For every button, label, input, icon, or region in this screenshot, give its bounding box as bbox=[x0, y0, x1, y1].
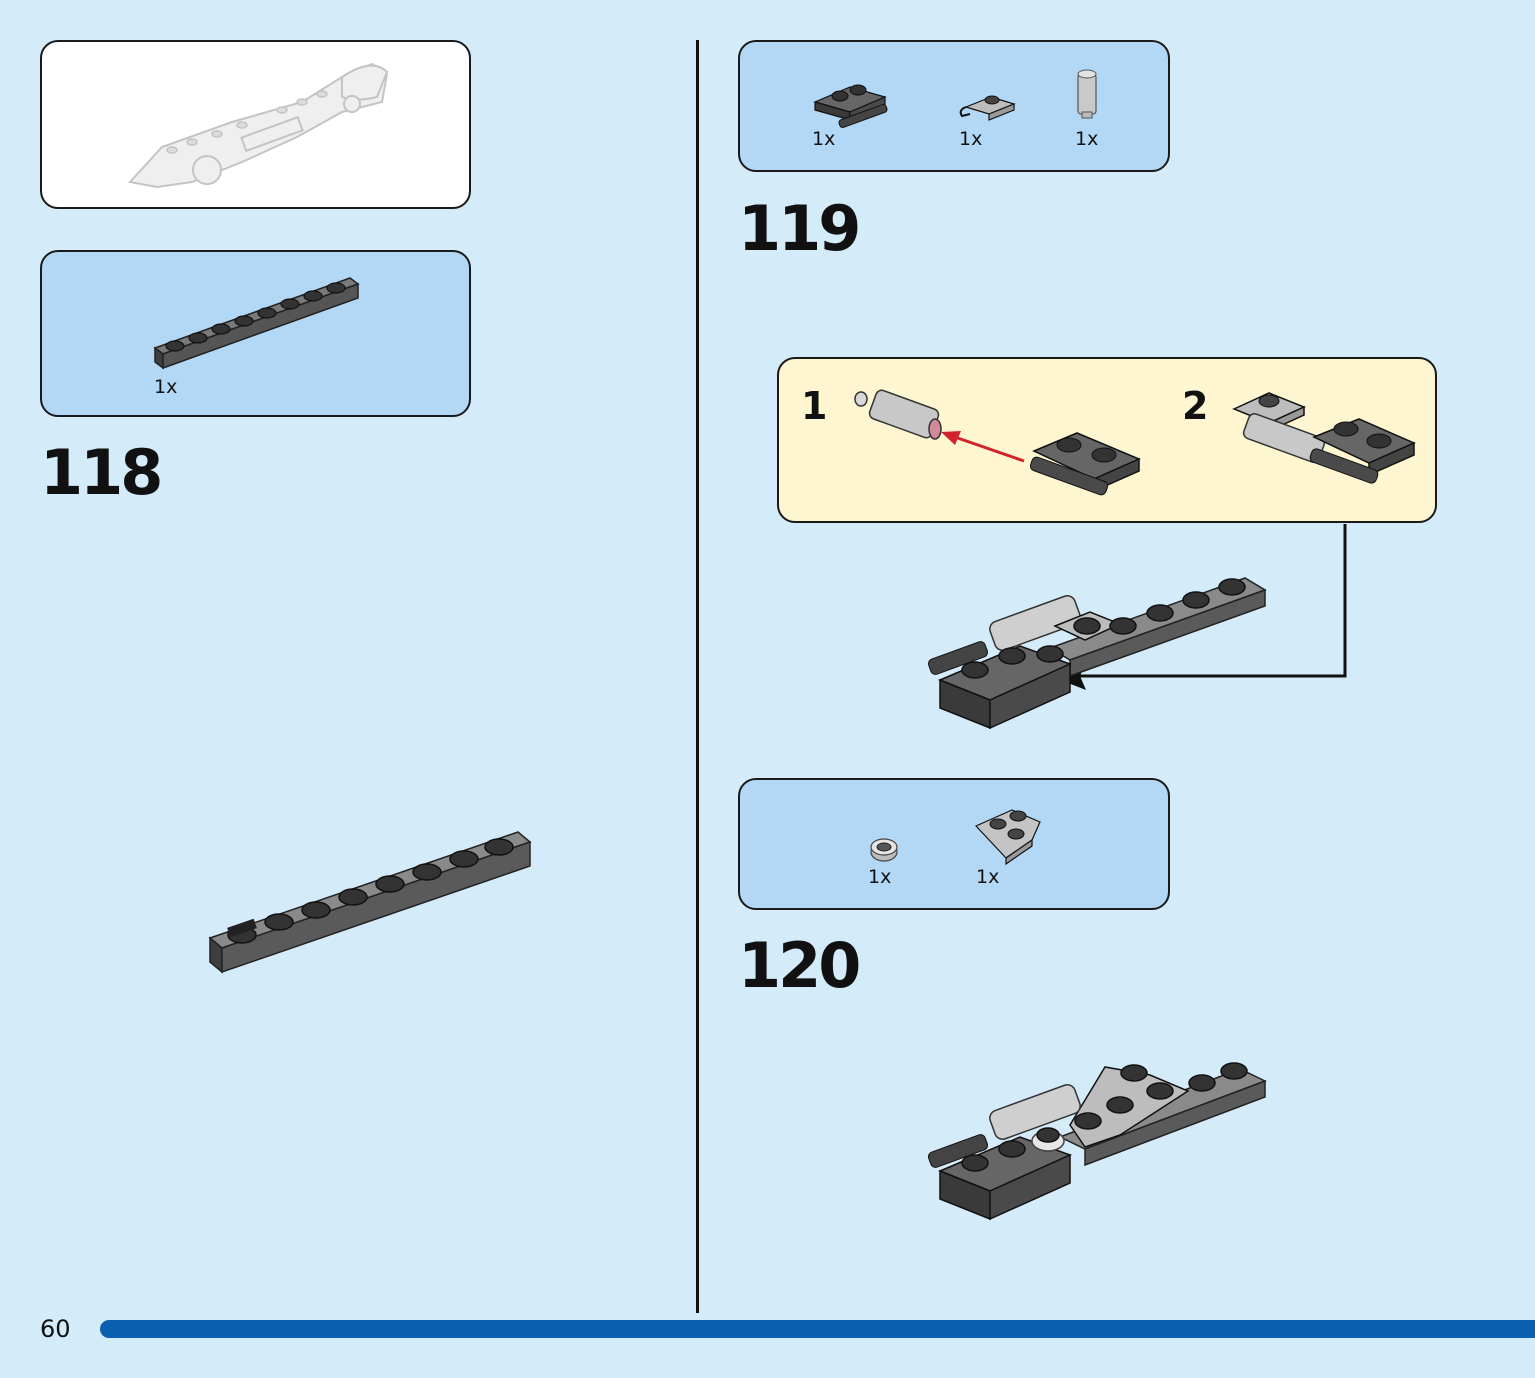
step-120-assembly-icon bbox=[927, 1062, 1267, 1221]
column-divider bbox=[696, 40, 699, 1313]
step-118-assembly-icon bbox=[208, 831, 532, 974]
step-120-parts-panel: 1x 1x bbox=[738, 778, 1170, 910]
plate-with-bar-dark-gray-icon bbox=[813, 84, 888, 128]
sub-step-number-1: 1 bbox=[801, 384, 828, 428]
sub-step-2-diagram-icon bbox=[1232, 392, 1416, 484]
wedge-plate-light-gray-icon bbox=[974, 809, 1041, 866]
round-tile-light-gray-icon bbox=[870, 838, 898, 862]
part-quantity: 1x bbox=[812, 128, 836, 150]
part-quantity: 1x bbox=[959, 128, 983, 150]
part-quantity: 1x bbox=[868, 866, 892, 888]
part-quantity: 1x bbox=[976, 866, 1000, 888]
sub-step-number-2: 2 bbox=[1182, 384, 1209, 428]
part-quantity: 1x bbox=[154, 376, 178, 398]
step-number-119: 119 bbox=[738, 192, 861, 265]
progress-bar-fill bbox=[100, 1320, 1535, 1338]
step-119-sub-assembly-panel: 1 2 bbox=[777, 357, 1437, 523]
step-119-assembly-icon bbox=[927, 577, 1267, 730]
part-quantity: 1x bbox=[1075, 128, 1099, 150]
page-progress-bar bbox=[100, 1320, 1535, 1338]
step-number-120: 120 bbox=[738, 929, 861, 1002]
bar-with-stud-light-gray-icon bbox=[1077, 69, 1097, 119]
page-number: 60 bbox=[40, 1315, 71, 1343]
1x8-plate-dark-gray-icon bbox=[153, 277, 360, 370]
model-preview-panel bbox=[40, 40, 471, 209]
plate-with-clip-light-gray-icon bbox=[959, 95, 1016, 121]
step-118-parts-panel: 1x bbox=[40, 250, 471, 417]
completed-model-preview-icon bbox=[128, 62, 389, 189]
step-number-118: 118 bbox=[40, 436, 163, 509]
step-119-parts-panel: 1x 1x 1x bbox=[738, 40, 1170, 172]
sub-step-1-diagram-icon bbox=[854, 389, 1141, 496]
